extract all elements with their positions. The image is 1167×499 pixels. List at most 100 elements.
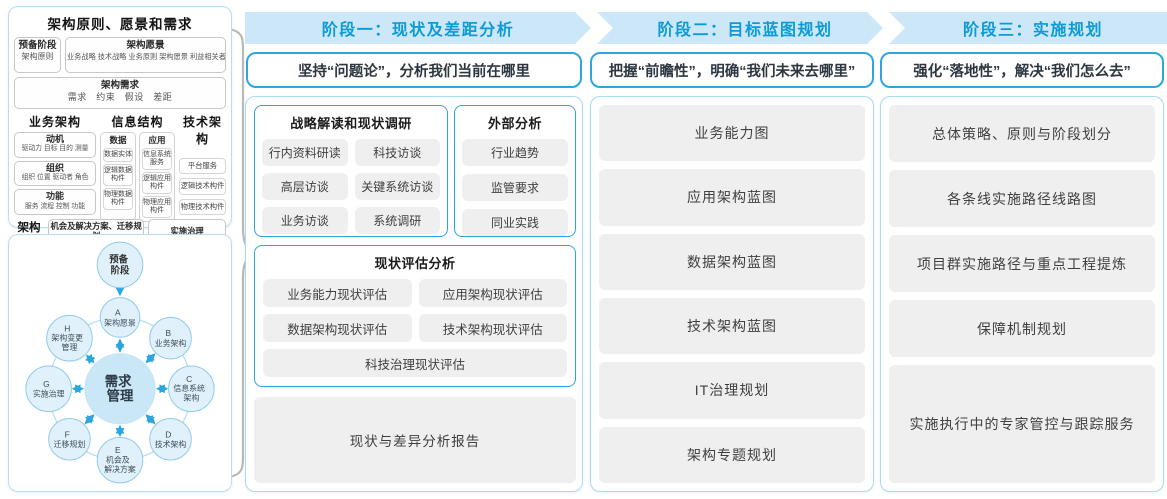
adm-node-d [149,418,192,461]
panel-title: 架构原则、愿景和需求 [47,17,193,32]
info-structure-title: 信息结构 [111,115,164,129]
data-title: 数据 [109,135,127,145]
arrow-b [145,353,156,364]
adm-node-h-text: H 架构变更 管理 [51,318,87,352]
phase-2-header: 阶段二：目标蓝图规划 [597,12,883,44]
phase-3-item: 总体策略、原则与阶段划分 [889,105,1155,162]
logical-tech-chip: 逻辑技术构件 [179,178,226,195]
phase-2-subtitle-text: 把握“前瞻性”，明确“我们未来去哪里” [608,63,856,80]
architecture-principles-panel: 架构原则、愿景和需求 预备阶段 架构原则 架构愿景 业务战略 技术战略 业务原则… [8,6,232,253]
phase-2-item: 业务能力图 [599,105,865,162]
strategy-item: 系统调研 [354,207,440,234]
business-architecture-title: 业务架构 [28,115,81,129]
vision-items: 业务战略 技术战略 业务原则 架构愿景 利益相关者 [67,51,226,61]
assessment-box: 现状评估分析 业务能力现状评估 应用架构现状评估 数据架构现状评估 技术架构现状… [254,245,576,387]
card-sub: 服务 流程 控制 功能 [24,202,86,210]
requirements-items: 需求 约束 假设 差距 [67,91,173,102]
arrow-d [145,414,156,425]
phase-1-header: 阶段一：现状及差距分析 [245,12,591,44]
requirements-management-circle [84,353,156,425]
adm-node-c-text: C 信息系统 架构 [173,369,209,403]
adm-node-a-text: A 架构愿景 [104,302,136,327]
phase-2-item: 架构专题规划 [599,426,865,483]
phase-2-subtitle: 把握“前瞻性”，明确“我们未来去哪里” [590,52,874,88]
prep-phase-circle [96,241,144,289]
strategy-research-box: 战略解读和现状调研 行内资料研读 科技访谈 高层访谈 关键系统访谈 业务访谈 系… [254,105,448,237]
physical-tech-chip: 物理技术构件 [179,198,226,216]
external-item: 行业趋势 [462,139,568,166]
arrow-h [85,353,96,365]
physical-data-chip: 物理数据构件 [103,188,133,211]
adm-node-b-text: B 业务架构 [155,323,187,348]
prep-phase-box: 预备阶段 架构原则 [14,37,61,73]
assessment-item: 数据架构现状评估 [263,314,412,342]
strategy-research-title: 战略解读和现状调研 [290,116,412,131]
assessment-title: 现状评估分析 [374,256,456,271]
phase-1-container: 战略解读和现状调研 行内资料研读 科技访谈 高层访谈 关键系统访谈 业务访谈 系… [245,96,583,492]
requirements-management-text: 需求 管理 [105,373,135,404]
architecture-vision-box: 架构愿景 业务战略 技术战略 业务原则 架构愿景 利益相关者 [65,37,226,73]
requirements-title: 架构需求 [100,80,139,91]
phase-2-item: 技术架构蓝图 [599,297,865,355]
card-title: 组织 [45,162,64,173]
phase-3-header: 阶段三：实施规划 [889,12,1167,44]
phase-2-item: IT治理规划 [599,362,865,419]
prep-phase-title: 预备阶段 [18,40,57,51]
adm-node-f-text: F 迁移规划 [54,424,86,449]
motivation-card: 动机 驱动力 目标 目的 测量 [14,132,96,158]
phase-3-subtitle-text: 强化“落地性”，解决“我们怎么去” [913,63,1131,80]
phase-3-header-text: 阶段三：实施规划 [962,22,1103,39]
adm-cycle-panel: 预备 阶段 需求 管理 A 架构愿景 B 业务架构 C 信息系统 架构 [8,234,232,492]
adm-cycle-diagram: 预备 阶段 需求 管理 A 架构愿景 B 业务架构 C 信息系统 架构 [25,241,215,484]
phase-1-header-text: 阶段一：现状及差距分析 [321,22,515,39]
phase-3-item: 实施执行中的专家管控与跟踪服务 [889,365,1155,483]
external-item: 监管要求 [462,174,568,201]
phase-2-header-text: 阶段二：目标蓝图规划 [657,22,833,39]
function-card: 功能 服务 流程 控制 功能 [14,189,96,216]
vision-title: 架构愿景 [126,40,165,51]
prep-vision-row: 预备阶段 架构原则 架构愿景 业务战略 技术战略 业务原则 架构愿景 利益相关者 [14,37,226,73]
info-structure-column: 信息结构 数据 数据实体 逻辑数据构件 物理数据构件 应用 信息系统服务 逻辑应… [100,113,175,223]
phase-2-item: 数据架构蓝图 [599,233,865,290]
external-analysis-list: 行业趋势 监管要求 同业实践 [455,139,575,236]
phase-3-subtitle: 强化“落地性”，解决“我们怎么去” [880,52,1164,88]
adm-node-d-text: D 技术架构 [155,424,187,449]
phase-3-item: 项目群实施路径与重点工程提炼 [889,235,1155,292]
application-title: 应用 [148,135,166,145]
phase-1-subtitle-text: 坚持“问题论”，分析我们当前在哪里 [298,63,530,80]
phase-3-container: 总体策略、原则与阶段划分 各条线实施路径线路图 项目群实施路径与重点工程提炼 保… [880,96,1164,492]
adm-node-f [48,418,91,461]
phase-1-subtitle: 坚持“问题论”，分析我们当前在哪里 [246,52,582,88]
assessment-item: 科技治理现状评估 [263,349,567,377]
organization-card: 组织 组织 位置 驱动者 角色 [14,160,96,187]
box-title: 实施治理 [170,225,204,236]
assessment-item: 业务能力现状评估 [263,279,412,307]
card-title: 动机 [45,134,64,144]
adm-node-g [25,365,72,413]
prep-phase-sub: 架构原则 [21,51,54,61]
data-entity-chip: 数据实体 [103,148,133,163]
architecture-columns: 业务架构 动机 驱动力 目标 目的 测量 组织 组织 位置 驱动者 角色 功能 … [14,113,226,223]
card-sub: 驱动力 目标 目的 测量 [21,145,89,153]
adm-node-h [46,314,93,362]
phase-2-item: 应用架构蓝图 [599,169,865,226]
adm-node-e-text: E 机会及 解决方案 [104,440,136,474]
strategy-item: 科技访谈 [354,139,440,166]
card-sub: 组织 位置 驱动者 角色 [21,173,89,181]
adm-node-a [99,297,141,338]
adm-node-e [96,436,144,484]
strategy-item: 行内资料研读 [262,139,348,166]
assessment-grid: 业务能力现状评估 应用架构现状评估 数据架构现状评估 技术架构现状评估 科技治理… [255,279,575,377]
info-subcolumns: 数据 数据实体 逻辑数据构件 物理数据构件 应用 信息系统服务 逻辑应用构件 物… [100,132,175,223]
card-title: 功能 [45,191,64,202]
business-architecture-column: 业务架构 动机 驱动力 目标 目的 测量 组织 组织 位置 驱动者 角色 功能 … [14,113,96,216]
phase-2-container: 业务能力图 应用架构蓝图 数据架构蓝图 技术架构蓝图 IT治理规划 架构专题规划 [590,96,874,492]
assessment-item: 应用架构现状评估 [418,279,567,307]
assessment-item: 技术架构现状评估 [418,314,567,342]
external-analysis-title: 外部分析 [487,116,542,131]
tech-architecture-column: 技术架构 平台服务 逻辑技术构件 物理技术构件 [179,113,226,216]
strategy-item: 高层访谈 [262,173,348,200]
logical-data-chip: 逻辑数据构件 [103,164,133,187]
architecture-requirements-box: 架构需求 需求 约束 假设 差距 [14,77,226,109]
gap-analysis-report-chip: 现状与差异分析报告 [254,397,576,483]
